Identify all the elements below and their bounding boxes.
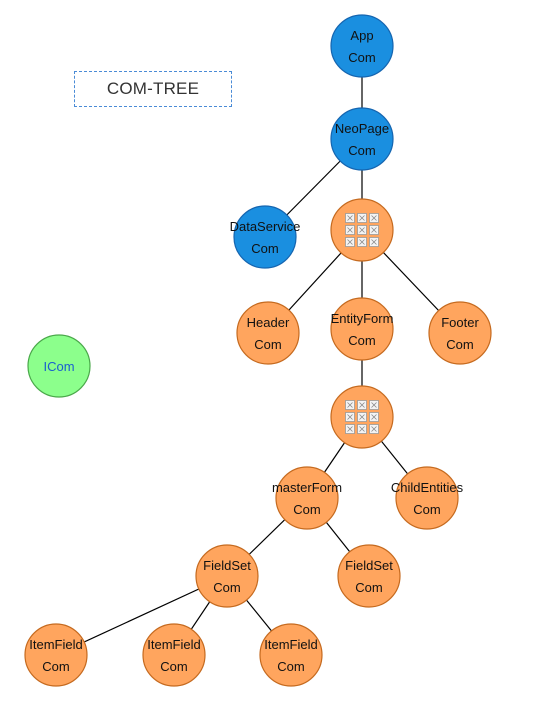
node-circle [195,544,259,608]
node-label-line: Com [413,502,440,517]
node-label-line: ItemField [264,637,317,652]
node-label-line: FieldSet [203,558,251,573]
node-label-line: masterForm [272,480,342,495]
node-label-line: Footer [441,315,479,330]
node-label-line: App [350,28,373,43]
legend-label: ICom [43,359,74,374]
node-label-line: Com [213,580,240,595]
com-tree-title: COM-TREE [74,71,232,107]
node-circle [330,297,394,361]
node-circle [24,623,88,687]
node-circle [330,14,394,78]
node-grid2[interactable] [330,385,394,449]
grid-icon [345,400,379,434]
node-label-line: Com [160,659,187,674]
node-label-line: ItemField [147,637,200,652]
node-circle [142,623,206,687]
node-circle [337,544,401,608]
node-circle [395,466,459,530]
node-grid1[interactable] [330,198,394,262]
node-label-line: Com [42,659,69,674]
node-label-line: EntityForm [331,311,394,326]
node-label-line: Com [348,333,375,348]
node-label-line: ChildEntities [391,480,464,495]
node-circle [233,205,297,269]
node-label-line: NeoPage [335,121,389,136]
node-circle [428,301,492,365]
node-label-line: Com [348,143,375,158]
node-label-line: ItemField [29,637,82,652]
node-circle [259,623,323,687]
node-label-line: Com [446,337,473,352]
node-circle [236,301,300,365]
node-label-line: Com [348,50,375,65]
legend-icom-node: ICom [27,334,91,398]
node-label-line: Com [293,502,320,517]
node-label-line: DataService [230,219,301,234]
node-circle [330,107,394,171]
node-label-line: Com [254,337,281,352]
node-label-line: Com [355,580,382,595]
node-label-line: FieldSet [345,558,393,573]
node-label-line: Com [277,659,304,674]
node-circle [275,466,339,530]
node-label-line: Com [251,241,278,256]
grid-icon [345,213,379,247]
node-label-line: Header [247,315,290,330]
